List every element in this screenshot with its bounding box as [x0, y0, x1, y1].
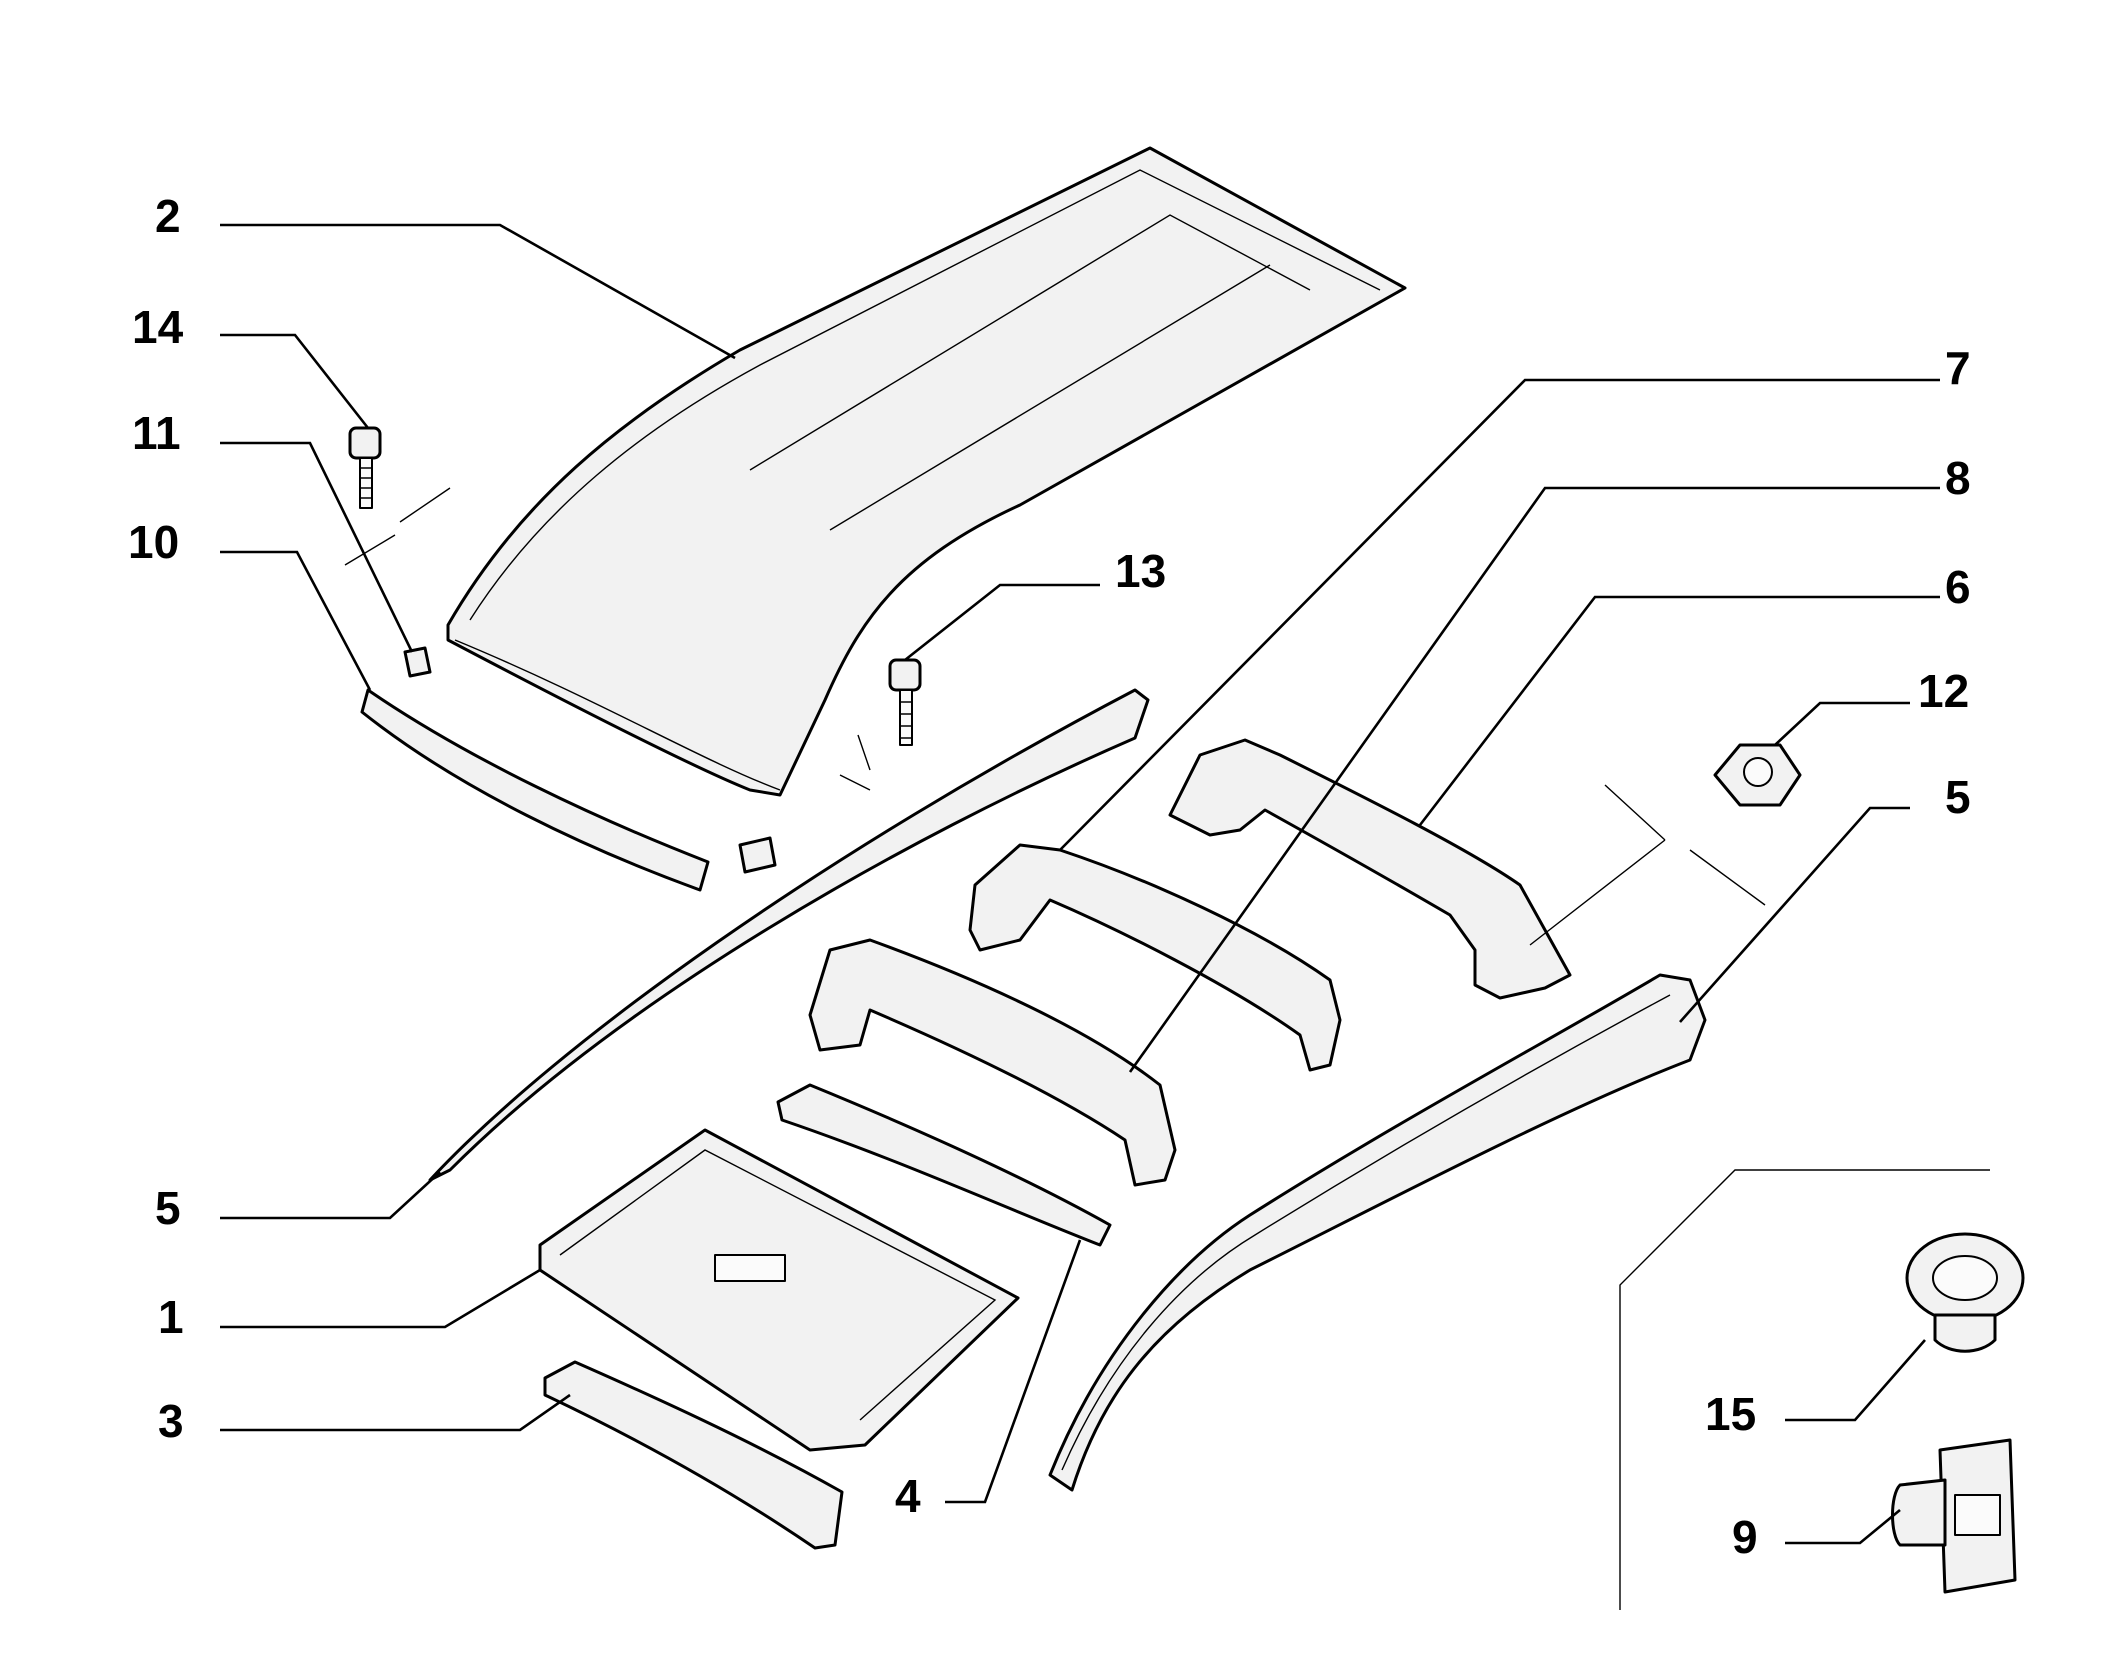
- leader-15: [1785, 1339, 1926, 1422]
- bolt-part-14[interactable]: [348, 426, 382, 509]
- leader-11: [220, 441, 414, 653]
- front-strip-part-10[interactable]: [360, 688, 710, 892]
- leader-8: [1128, 486, 1940, 1073]
- leader-12: [1774, 701, 1910, 746]
- leader-lines: [220, 223, 1940, 1545]
- leader-14: [220, 333, 370, 429]
- rear-header-part-3[interactable]: [543, 1360, 844, 1550]
- assembly-guide-lines-right: [1529, 784, 1766, 946]
- grommet-part-15[interactable]: [1905, 1232, 2025, 1353]
- callout-12: 12: [1918, 665, 1969, 717]
- side-rail-part-5-right[interactable]: [1048, 973, 1707, 1492]
- leader-5r: [1679, 806, 1910, 1023]
- callout-8: 8: [1945, 452, 1971, 504]
- roof-panel-part-2[interactable]: [446, 146, 1407, 797]
- clip-part-11[interactable]: [403, 646, 432, 678]
- callout-5-right: 5: [1945, 771, 1971, 823]
- front-header-part-4[interactable]: [776, 1083, 1112, 1247]
- nut-part-12[interactable]: [1713, 743, 1802, 807]
- callout-11: 11: [132, 407, 181, 459]
- callout-9: 9: [1732, 1511, 1758, 1563]
- leader-6: [1418, 595, 1940, 826]
- leader-10: [220, 550, 372, 691]
- leader-4: [945, 1239, 1082, 1504]
- callout-4: 4: [895, 1470, 921, 1522]
- leader-7: [1059, 378, 1940, 851]
- side-rail-part-5-left[interactable]: [428, 688, 1150, 1182]
- clip-part-11-lower[interactable]: [738, 836, 777, 874]
- leader-3: [220, 1393, 571, 1432]
- cross-bow-part-7[interactable]: [968, 843, 1342, 1072]
- leader-2: [220, 223, 736, 360]
- cross-bow-part-8[interactable]: [808, 938, 1177, 1187]
- leader-9: [1785, 1508, 1901, 1545]
- detail-box-divider: [1619, 1169, 1990, 1610]
- callout-5-left: 5: [155, 1182, 181, 1234]
- callout-1: 1: [158, 1291, 184, 1343]
- callout-2: 2: [155, 190, 181, 242]
- clip-nut-part-9[interactable]: [1891, 1438, 2017, 1594]
- assembly-guide-lines: [344, 487, 871, 791]
- leader-13: [904, 583, 1100, 662]
- leader-5l: [220, 1171, 441, 1220]
- bolt-part-13[interactable]: [888, 658, 922, 746]
- callout-14: 14: [132, 301, 184, 353]
- rear-crossmember-part-6[interactable]: [1168, 738, 1572, 1000]
- leader-1: [220, 1268, 541, 1329]
- callout-10: 10: [128, 516, 179, 568]
- callout-7: 7: [1945, 342, 1971, 394]
- callout-13: 13: [1115, 545, 1166, 597]
- callout-3: 3: [158, 1395, 184, 1447]
- callout-6: 6: [1945, 561, 1971, 613]
- callout-15: 15: [1705, 1388, 1756, 1440]
- callout-labels: 2 14 11 10 13 7 8 6 12 5 5 1 3 4 15 9: [128, 190, 1971, 1563]
